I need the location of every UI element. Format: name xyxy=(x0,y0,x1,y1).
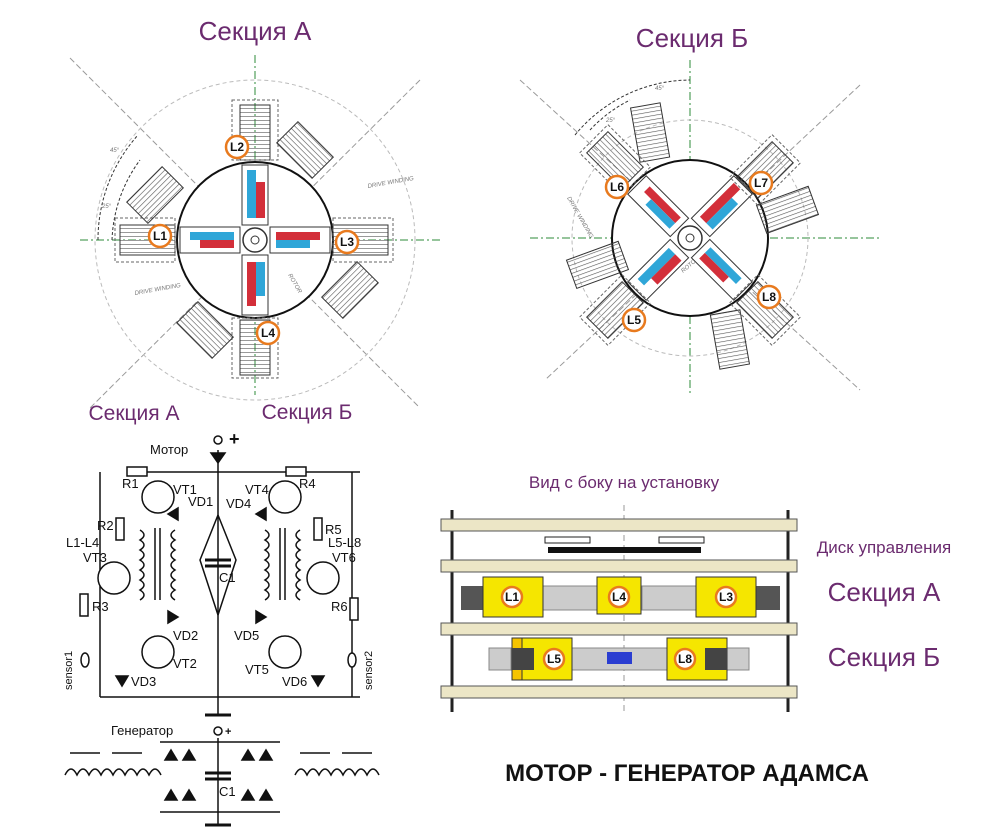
main-title: МОТОР - ГЕНЕРАТОР АДАМСА xyxy=(505,760,869,787)
coil-label-l1: L1 xyxy=(153,229,167,243)
coil-label-l8: L8 xyxy=(762,290,776,304)
label-vd5: VD5 xyxy=(234,628,259,643)
label-c1: C1 xyxy=(219,570,236,585)
circuit-section-b: Секция Б xyxy=(262,401,353,424)
rotor-diagram-section-a: Секция А 45° 25° DRIVE WINDING DRIVE WIN… xyxy=(69,16,440,409)
side-coil-l3: L3 xyxy=(719,590,733,604)
generator-plus: + xyxy=(225,726,231,738)
coil-label-l5: L5 xyxy=(627,313,641,327)
generator-c1-label: C1 xyxy=(219,784,236,799)
angle-25-label-b: 25° xyxy=(605,118,616,124)
drive-winding-label: DRIVE WINDING xyxy=(367,176,414,190)
drive-winding-label-2: DRIVE WINDING xyxy=(134,283,181,297)
label-vd2: VD2 xyxy=(173,628,198,643)
coil-label-l3: L3 xyxy=(340,235,354,249)
rotor-magnets-b xyxy=(627,175,753,301)
label-sensor1: sensor1 xyxy=(63,651,75,690)
side-section-b: Секция Б xyxy=(828,642,940,672)
section-a-title: Секция А xyxy=(199,16,312,46)
generator-label: Генератор xyxy=(111,723,173,738)
circuit-section-a: Секция А xyxy=(88,402,179,425)
motor-label: Мотор xyxy=(150,442,188,457)
angle-25-label: 25° xyxy=(101,204,112,210)
rotor-magnets xyxy=(179,164,331,316)
label-vt4: VT4 xyxy=(245,482,269,497)
coil-label-l6: L6 xyxy=(610,180,624,194)
side-coil-l8: L8 xyxy=(678,652,692,666)
motor-plus: + xyxy=(229,429,240,449)
side-view: Вид с боку на установку Диск управления … xyxy=(440,473,951,712)
side-coil-labels: L1 L4 L3 L5 L8 xyxy=(500,585,738,671)
coil-labels-section-a: L2 L1 L3 L4 xyxy=(147,134,360,346)
side-coil-l5: L5 xyxy=(547,652,561,666)
coil-label-l4: L4 xyxy=(261,326,275,340)
drive-winding-label-b: DRIVE WINDING xyxy=(565,196,594,240)
coil-label-l7: L7 xyxy=(754,176,768,190)
label-vd6: VD6 xyxy=(282,674,307,689)
stator-coils-b xyxy=(565,102,820,370)
angle-45-label-b: 45° xyxy=(655,86,665,92)
circuit-labels: Секция А Секция Б Мотор + L1-L4 L5-L8 R1… xyxy=(63,401,375,690)
label-vt3: VT3 xyxy=(83,550,107,565)
label-sensor2: sensor2 xyxy=(363,651,375,690)
label-vt5: VT5 xyxy=(245,662,269,677)
label-vd4: VD4 xyxy=(226,496,251,511)
generator-circuit xyxy=(64,726,380,827)
label-r1: R1 xyxy=(122,476,139,491)
motor-circuit xyxy=(79,435,360,717)
coil-label-l2: L2 xyxy=(230,140,244,154)
side-coil-l1: L1 xyxy=(505,590,519,604)
label-r6: R6 xyxy=(331,599,348,614)
label-vt1: VT1 xyxy=(173,482,197,497)
label-r4: R4 xyxy=(299,476,316,491)
side-coil-l4: L4 xyxy=(612,590,626,604)
label-vd3: VD3 xyxy=(131,674,156,689)
side-view-title: Вид с боку на установку xyxy=(529,473,720,492)
section-b-title: Секция Б xyxy=(636,23,748,53)
label-vt6: VT6 xyxy=(332,550,356,565)
rotor-diagram-section-b: Секция Б 45° 25° DRIVE WINDING ROTOR xyxy=(519,23,880,395)
coils-left-label: L1-L4 xyxy=(66,535,99,550)
disk-label: Диск управления xyxy=(817,538,951,557)
label-vt2: VT2 xyxy=(173,656,197,671)
label-r2: R2 xyxy=(97,518,114,533)
label-vd1: VD1 xyxy=(188,494,213,509)
side-section-a: Секция А xyxy=(828,577,941,607)
label-r3: R3 xyxy=(92,599,109,614)
label-r5: R5 xyxy=(325,522,342,537)
coils-right-label: L5-L8 xyxy=(328,535,361,550)
angle-45-label: 45° xyxy=(110,148,120,154)
coil-labels-section-b: L6 L7 L8 L5 xyxy=(604,170,782,333)
